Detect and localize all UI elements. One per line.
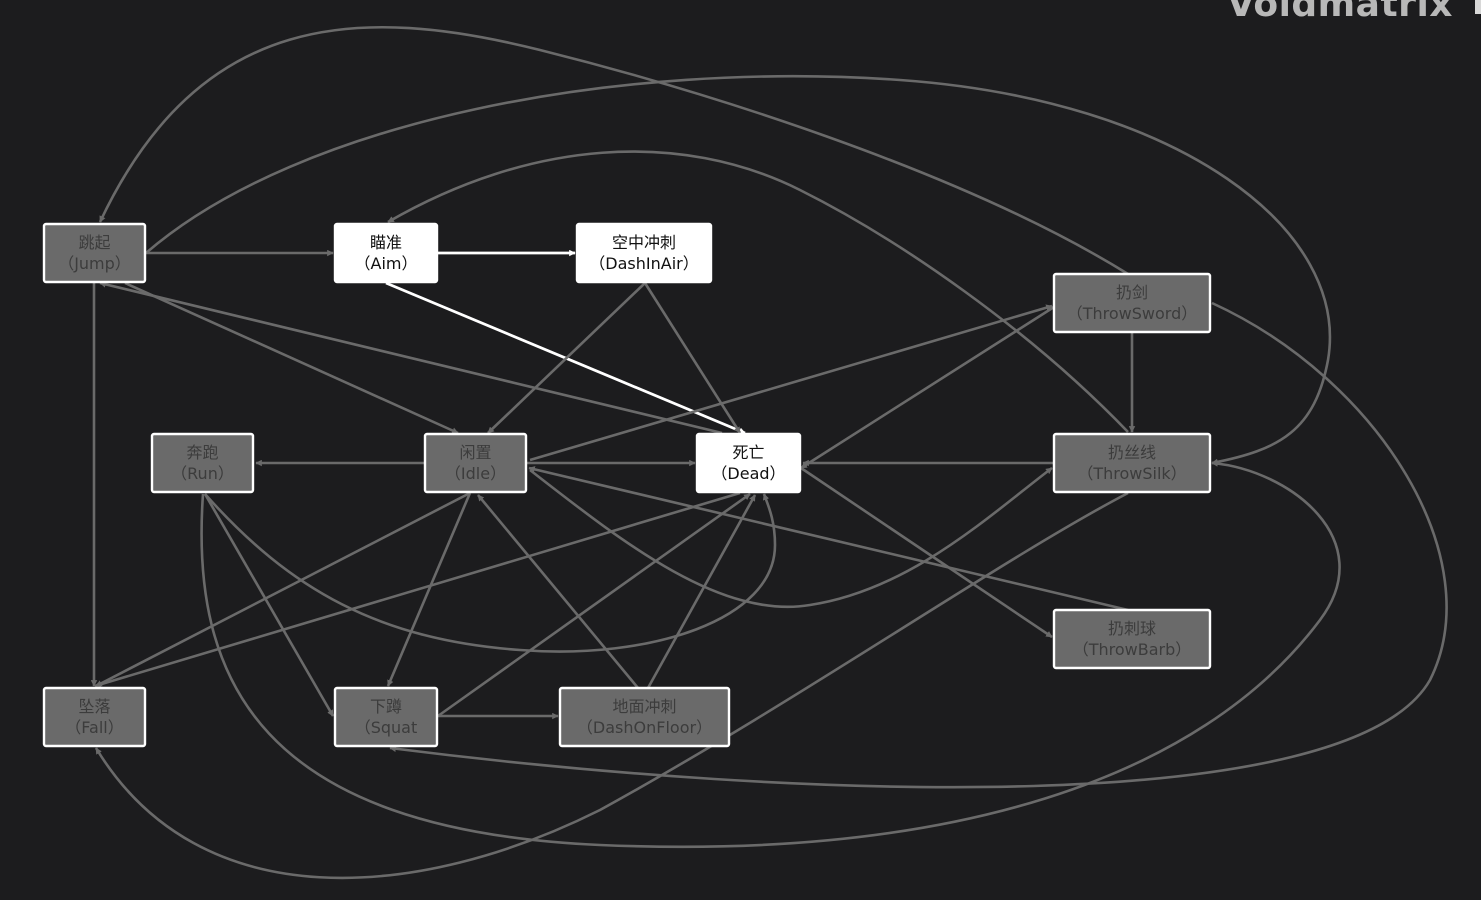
node-label-en-throwsword: （ThrowSword）: [1067, 304, 1198, 323]
node-label-en-throwsilk: （ThrowSilk）: [1077, 464, 1186, 483]
node-box-dashonfloor[interactable]: [558, 686, 731, 748]
node-label-en-throwbarb: （ThrowBarb）: [1073, 640, 1192, 659]
node-label-en-squat: （Squat: [355, 718, 418, 737]
node-run[interactable]: 奔跑 （Run）: [150, 432, 255, 494]
node-throwsword[interactable]: 扔剑 （ThrowSword）: [1052, 272, 1212, 334]
node-label-cn-throwsword: 扔剑: [1116, 283, 1148, 302]
edge-run-to-throwsilk: [200, 460, 1341, 849]
node-box-run[interactable]: [150, 432, 255, 494]
node-fall[interactable]: 坠落 （Fall）: [42, 686, 147, 748]
edge-dashonfloor-to-dead: [646, 494, 757, 689]
node-label-cn-fall: 坠落: [78, 697, 110, 716]
edge-jump-to-idle: [124, 281, 459, 435]
edge-dead-to-throwbarb: [800, 466, 1053, 639]
node-box-aim[interactable]: [333, 222, 439, 284]
edge-idle-to-throwsilk: [529, 466, 1053, 609]
edge-run-to-squat: [203, 493, 335, 717]
node-box-throwsilk[interactable]: [1052, 432, 1212, 494]
node-box-dashinair[interactable]: [575, 222, 713, 284]
node-box-dead[interactable]: [695, 432, 802, 494]
node-box-fall[interactable]: [42, 686, 147, 748]
edge-dead-to-fall: [94, 491, 741, 688]
node-label-cn-aim: 瞄准: [370, 233, 402, 252]
node-dashinair[interactable]: 空中冲刺 （DashInAir）: [575, 222, 713, 284]
node-throwbarb[interactable]: 扔刺球 （ThrowBarb）: [1052, 608, 1212, 670]
edge-idle-to-squat: [386, 492, 472, 687]
node-label-cn-dashinair: 空中冲刺: [612, 233, 676, 252]
edge-throwsword-to-jump: [98, 26, 1129, 276]
node-label-cn-idle: 闲置: [459, 443, 491, 462]
edge-dashonfloor-to-idle: [476, 494, 640, 689]
edge-idle-to-fall: [95, 491, 471, 688]
edge-idle-to-throwsword: [529, 304, 1053, 462]
node-dead[interactable]: 死亡 （Dead）: [695, 432, 802, 494]
node-box-jump[interactable]: [42, 222, 147, 284]
node-label-cn-dead: 死亡: [732, 443, 764, 462]
edge-throwsilk-to-aim: [387, 150, 1129, 433]
node-layer: 跳起 （Jump） 瞄准 （Aim） 空中冲刺 （DashInAir） 扔剑 （ThrowSw…: [42, 222, 1212, 748]
edge-squat-to-dead: [437, 492, 751, 718]
edge-dashinair-to-dead: [643, 282, 742, 434]
node-label-en-aim: （Aim）: [355, 254, 418, 273]
node-label-cn-throwsilk: 扔丝线: [1108, 443, 1156, 462]
node-jump[interactable]: 跳起 （Jump）: [42, 222, 147, 284]
node-label-cn-throwbarb: 扔刺球: [1108, 619, 1156, 638]
node-label-en-dead: （Dead）: [711, 464, 785, 483]
edge-throwbarb-to-idle: [528, 466, 1129, 612]
node-label-en-fall: （Fall）: [65, 718, 123, 737]
node-label-en-jump: （Jump）: [58, 254, 131, 273]
node-dashonfloor[interactable]: 地面冲刺 （DashOnFloor）: [558, 686, 731, 748]
edge-throwsword-to-dead: [800, 305, 1055, 470]
node-label-en-idle: （Idle）: [445, 464, 506, 483]
node-label-en-dashinair: （DashInAir）: [589, 254, 698, 273]
node-label-en-dashonfloor: （DashOnFloor）: [577, 718, 712, 737]
node-box-idle[interactable]: [423, 432, 528, 494]
node-label-cn-squat: 下蹲: [370, 697, 402, 716]
node-squat[interactable]: 下蹲 （Squat: [333, 686, 439, 748]
node-box-throwsword[interactable]: [1052, 272, 1212, 334]
edge-run-to-dead: [204, 493, 777, 653]
node-aim[interactable]: 瞄准 （Aim）: [333, 222, 439, 284]
edge-jump-to-throwsilk: [145, 74, 1332, 466]
watermark-text: Voidmatrix: [1226, 0, 1453, 25]
node-box-squat[interactable]: [333, 686, 439, 748]
node-label-cn-dashonfloor: 地面冲刺: [612, 697, 676, 716]
edge-throwsilk-to-fall: [94, 491, 1129, 880]
node-label-en-run: （Run）: [171, 464, 234, 483]
node-label-cn-jump: 跳起: [78, 233, 110, 252]
edge-dashinair-to-idle: [487, 282, 646, 434]
node-box-throwbarb[interactable]: [1052, 608, 1212, 670]
watermark-bar: [1475, 0, 1481, 14]
node-label-cn-run: 奔跑: [186, 443, 218, 462]
edge-dead-to-jump: [99, 281, 723, 435]
node-throwsilk[interactable]: 扔丝线 （ThrowSilk）: [1052, 432, 1212, 494]
edge-layer: [90, 26, 1448, 880]
edge-throwsword-to-squat: [389, 301, 1448, 789]
node-idle[interactable]: 闲置 （Idle）: [423, 432, 528, 494]
